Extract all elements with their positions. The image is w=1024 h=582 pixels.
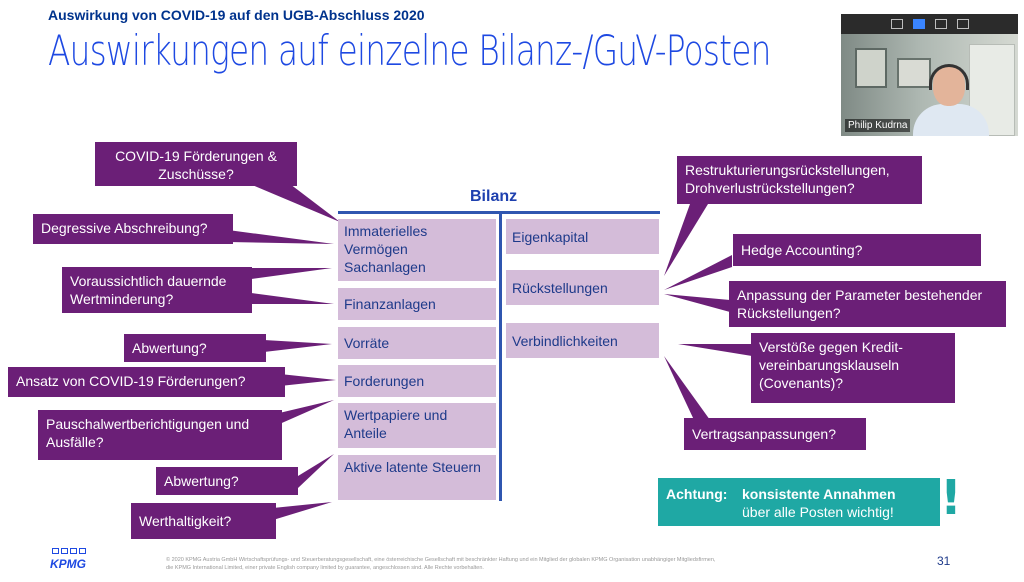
bilanz-heading: Bilanz [470, 188, 518, 205]
callout-anpassung-parameter: Anpassung der Parameter bestehender Rück… [729, 281, 1006, 327]
speaker-view-icon[interactable] [912, 19, 925, 29]
callout-restrukturierung: Restrukturierungsrückstellungen, Drohver… [677, 156, 922, 204]
notice-line2: über alle Posten wichtig! [742, 504, 894, 520]
pointer [228, 230, 334, 244]
participant-name: Philip Kudrna [845, 119, 911, 132]
pointer [244, 292, 334, 304]
exclamation-mark: ! [940, 470, 962, 526]
callout-covenants: Verstöße gegen Kredit-vereinbarungsklaus… [751, 333, 955, 403]
aktiva-item: Finanzanlagen [338, 288, 496, 320]
page-number: 31 [937, 554, 951, 568]
slide-title: Auswirkungen auf einzelne Bilanz-/GuV-Po… [48, 26, 771, 75]
pointer [250, 184, 340, 222]
wall-picture [897, 58, 931, 88]
callout-wertminderung: Voraussichtlich dauernde Wertminderung? [62, 267, 252, 313]
pointer [264, 340, 332, 352]
minimize-icon[interactable] [890, 19, 903, 29]
passiva-item: Verbindlichkeiten [506, 323, 659, 358]
pointer [664, 204, 708, 276]
notice-label: Achtung: [666, 486, 728, 502]
slide-subtitle: Auswirkung von COVID-19 auf den UGB-Absc… [48, 7, 425, 23]
callout-ansatz-foerderungen: Ansatz von COVID-19 Förderungen? [8, 367, 285, 397]
video-panel[interactable]: Philip Kudrna [841, 14, 1018, 136]
pointer [664, 294, 730, 312]
pointer [280, 374, 336, 386]
pointer [273, 502, 332, 520]
pointer [664, 255, 732, 290]
pointer [275, 400, 334, 426]
pointer [244, 268, 332, 280]
wall-picture [855, 48, 887, 88]
legal-line: die KPMG International Limited, einer pr… [166, 565, 484, 571]
callout-werthaltigkeit: Werthaltigkeit? [131, 503, 276, 539]
aktiva-item: Aktive latente Steuern [338, 455, 496, 500]
callout-abwertung-vorraete: Abwertung? [124, 334, 266, 362]
callout-hedge-accounting: Hedge Accounting? [733, 234, 981, 266]
passiva-item: Rückstellungen [506, 270, 659, 305]
gallery-view-icon[interactable] [934, 19, 947, 29]
passiva-item: Eigenkapital [506, 219, 659, 254]
headset [929, 64, 969, 90]
legal-footer: © 2020 KPMG Austria GmbH Wirtschaftsprüf… [166, 556, 866, 572]
notice-line1: konsistente Annahmen [742, 486, 896, 502]
grid-view-icon[interactable] [956, 19, 969, 29]
legal-line: © 2020 KPMG Austria GmbH Wirtschaftsprüf… [166, 557, 716, 563]
t-account-vertical [499, 211, 502, 501]
video-toolbar [841, 14, 1018, 34]
aktiva-item: Forderungen [338, 365, 496, 397]
aktiva-item: Immaterielles Vermögen Sachanlagen [338, 219, 496, 281]
participant-body [913, 104, 989, 136]
pointer [664, 356, 710, 420]
pointer [298, 454, 334, 488]
callout-degressive-abschreibung: Degressive Abschreibung? [33, 214, 233, 244]
callout-vertragsanpassungen: Vertragsanpassungen? [684, 418, 866, 450]
kpmg-logo: KPMG [50, 557, 86, 571]
pointer [678, 344, 752, 356]
kpmg-logo-boxes [52, 548, 86, 554]
callout-pauschalwertberichtigungen: Pauschalwertberichtigungen und Ausfälle? [38, 410, 282, 460]
callout-abwertung-wertpapiere: Abwertung? [156, 467, 298, 495]
aktiva-item: Wertpapiere und Anteile [338, 403, 496, 448]
aktiva-item: Vorräte [338, 327, 496, 359]
notice-box: Achtung: konsistente Annahmen über alle … [658, 478, 940, 526]
callout-foerderungen-zuschuesse: COVID-19 Förderungen & Zuschüsse? [95, 142, 297, 186]
